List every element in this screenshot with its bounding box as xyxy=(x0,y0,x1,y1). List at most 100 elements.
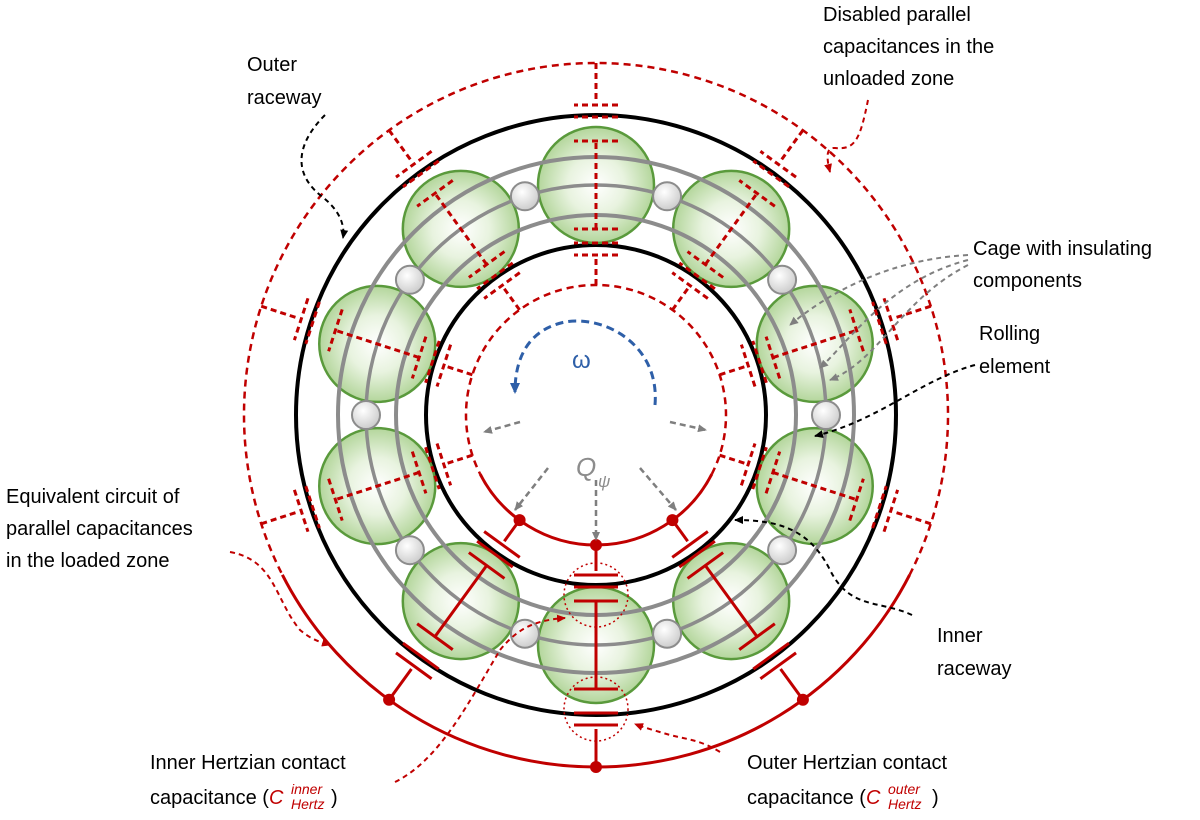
ball-plate-4-2 xyxy=(848,308,865,352)
inner-contact-capacitor-6 xyxy=(574,241,618,257)
outer-contact-capacitor-9 xyxy=(292,485,321,533)
inner-contact-capacitor-4 xyxy=(739,340,768,387)
rotation-arrow xyxy=(510,319,657,406)
label-cage: Cage with insulating components xyxy=(973,238,1152,292)
inner-contact-capacitor-7 xyxy=(476,261,521,300)
outer-contact-capacitor-4-plate-2 xyxy=(882,297,900,341)
insulating-component-5 xyxy=(652,181,683,212)
label-disabled-capacitances: Disabled parallel capacitances in the un… xyxy=(823,4,994,90)
load-arrow-5 xyxy=(669,420,707,433)
inner-hertz-sub: Hertz xyxy=(291,796,324,812)
outer-hertz-sup: outer xyxy=(888,781,921,797)
ball-plate-7-2 xyxy=(416,179,454,208)
outer-circuit-lead-10 xyxy=(387,668,413,701)
outer-circuit-unloaded-arc xyxy=(242,61,950,576)
inner-circuit-lead-9 xyxy=(447,453,473,465)
insulating-component-6 xyxy=(509,181,540,212)
cage-leader-1 xyxy=(789,254,969,326)
ball-plate-8-1 xyxy=(410,336,428,379)
label-outer-raceway-line2: raceway xyxy=(247,87,321,109)
label-cage-line2: components xyxy=(973,270,1082,292)
ball-capacitor-network-8 xyxy=(327,308,428,379)
outer-hertz-highlight-circle xyxy=(563,676,629,742)
ball-plate-8-2 xyxy=(327,308,344,352)
insulating-component-8 xyxy=(351,400,381,430)
outer-contact-capacitor-7 xyxy=(395,150,440,189)
insulating-components xyxy=(351,181,841,649)
load-arrow-3 xyxy=(639,467,677,511)
label-outer-hertz-line2: capacitance (C xyxy=(747,787,881,809)
rolling-element-capacitors xyxy=(292,103,900,727)
ball-plate-9-1 xyxy=(410,451,428,494)
label-equivalent-line3: in the loaded zone xyxy=(6,550,169,572)
ball-link-3 xyxy=(772,471,858,502)
ball-plate-10-1 xyxy=(467,551,506,580)
inner-raceway-ring xyxy=(424,243,768,587)
outer-contact-capacitor-7-plate-1 xyxy=(402,159,440,189)
inner-contact-capacitor-4-plate-2 xyxy=(751,340,768,384)
outer-raceway-ring xyxy=(294,113,898,717)
insulating-component-2 xyxy=(767,535,798,566)
ball-capacitor-network-6 xyxy=(574,139,618,231)
ball-capacitor-network-10 xyxy=(416,551,506,651)
outer-raceway-leader xyxy=(300,114,349,239)
label-inner-raceway: Inner raceway xyxy=(937,625,1011,680)
inner-contact-capacitor-5 xyxy=(671,261,716,300)
inner-contact-capacitor-3 xyxy=(739,443,768,490)
outer-contact-capacitor-3-plate-2 xyxy=(882,489,900,533)
outer-hertz-suffix: ) xyxy=(932,787,939,809)
load-arrow-2 xyxy=(514,467,549,511)
inner-hertz-leader xyxy=(394,614,566,783)
ball-plate-3-2 xyxy=(848,478,865,522)
ball-capacitor-network-3 xyxy=(764,451,865,522)
inner-contact-capacitor-9-plate-1 xyxy=(435,443,453,486)
outer-circuit-lead-3 xyxy=(894,510,932,526)
ball-plate-4-1 xyxy=(764,336,782,379)
cage-leader-3 xyxy=(829,264,969,381)
inner-contact-capacitor-7-plate-1 xyxy=(483,271,521,300)
ball-plate-2-2 xyxy=(738,622,776,651)
outer-contact-capacitor-9-plate-2 xyxy=(292,489,310,533)
omega-symbol: ω xyxy=(572,347,591,374)
outer-hertz-symbol: C xyxy=(866,787,881,809)
load-symbol: Q xyxy=(576,452,596,482)
outer-contact-capacitor-5 xyxy=(752,150,797,189)
disabled-leader xyxy=(824,99,869,173)
ball-capacitor-network-7 xyxy=(416,179,506,279)
label-disabled-line1: Disabled parallel xyxy=(823,4,971,26)
outer-circuit-lead-7 xyxy=(387,129,413,162)
ball-plate-9-2 xyxy=(327,478,344,522)
outer-contact-capacitor-4-plate-1 xyxy=(871,301,888,345)
ball-link-9 xyxy=(334,471,420,502)
label-inner-raceway-line2: raceway xyxy=(937,658,1011,680)
inner-contact-capacitor-8-plate-1 xyxy=(435,344,453,387)
label-outer-hertz: Outer Hertzian contact capacitance (C ou… xyxy=(747,752,948,812)
annotation-arrows xyxy=(229,99,976,783)
inner-circuit-node-1 xyxy=(590,539,602,551)
inner-contact-capacitor-3-plate-1 xyxy=(739,443,757,486)
inner-contact-capacitor-8-plate-2 xyxy=(424,340,441,384)
outer-circuit-lead-9 xyxy=(260,510,298,526)
ball-link-10 xyxy=(433,564,488,638)
label-inner-hertz-line1: Inner Hertzian contact xyxy=(150,752,346,774)
ball-plate-2-1 xyxy=(686,551,725,580)
inner-contact-capacitor-2-plate-1 xyxy=(671,530,709,559)
inner-contact-capacitor-2 xyxy=(671,530,716,569)
label-equivalent-line2: parallel capacitances xyxy=(6,518,193,540)
outer-equivalent-circuit xyxy=(242,61,950,773)
ball-capacitor-network-1 xyxy=(574,599,618,691)
outer-circuit-node-10 xyxy=(383,693,396,706)
inner-hertz-prefix: capacitance ( xyxy=(150,787,269,809)
inner-circuit-lead-3 xyxy=(719,453,745,465)
label-rolling-line2: element xyxy=(979,356,1051,378)
insulating-component-1 xyxy=(652,618,683,649)
label-disabled-line2: capacitances in the xyxy=(823,36,994,58)
outer-circuit-lead-8 xyxy=(260,304,298,320)
outer-hertz-sub: Hertz xyxy=(888,796,921,812)
ball-plate-5-2 xyxy=(738,179,776,208)
label-outer-raceway-line1: Outer xyxy=(247,54,297,76)
load-subscript: ψ xyxy=(598,472,610,491)
insulating-component-9 xyxy=(394,535,425,566)
label-outer-hertz-line1: Outer Hertzian contact xyxy=(747,752,948,774)
